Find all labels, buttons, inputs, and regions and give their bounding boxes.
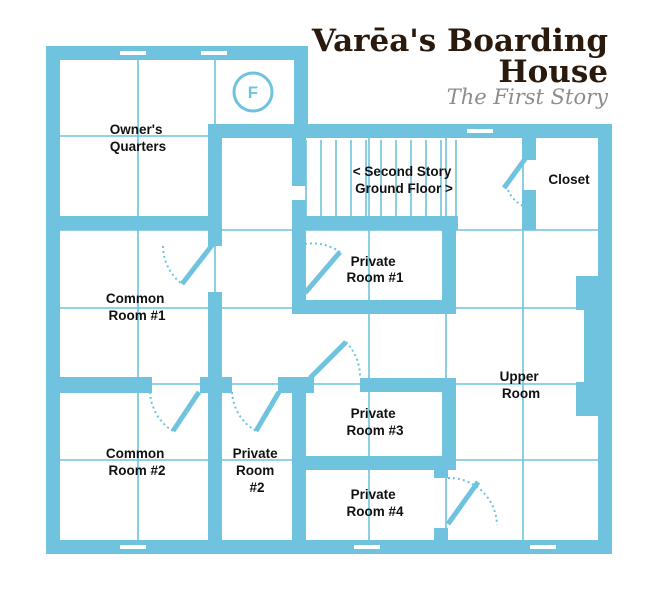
label-common-room-1: Common Room #1 (106, 291, 168, 323)
label-private-room-3: Private Room #3 (346, 406, 404, 438)
wall-top-left (46, 46, 308, 60)
window (467, 129, 493, 133)
title-line-1: Varēa's Boarding (311, 23, 608, 59)
wall-pr1-right (442, 216, 456, 314)
window (120, 51, 146, 55)
label-stairs: < Second Story Ground Floor > (353, 164, 455, 196)
map-title: Varēa's Boarding House The First Story (311, 23, 609, 109)
door-swing (447, 476, 498, 526)
wall-owner-bottom (46, 216, 222, 230)
window (354, 545, 380, 549)
window (120, 545, 146, 549)
label-private-room-1: Private Room #1 (346, 254, 404, 285)
walls (46, 46, 612, 554)
door (501, 157, 528, 190)
label-owners-quarters: Owner's Quarters (110, 122, 167, 154)
door-swing (149, 391, 174, 432)
wall-hall-left-lower (208, 292, 222, 554)
wall-hall-junction-2 (278, 377, 314, 393)
title-subtitle: The First Story (447, 85, 609, 109)
label-common-room-2: Common Room #2 (106, 446, 168, 478)
wall-owner-stub (208, 124, 298, 138)
window (201, 51, 227, 55)
wall-hall-left-upper (208, 124, 222, 246)
wall-pr3-bottom (292, 456, 456, 470)
door-swing (162, 245, 183, 285)
wall-pr1-bottom (292, 300, 456, 314)
door-swing (345, 341, 362, 379)
wall-pr3-right (442, 378, 456, 470)
door (253, 390, 282, 433)
door-swing (231, 391, 257, 432)
wall-closet-left-top (522, 124, 536, 160)
wall-step-vertical (294, 46, 308, 138)
door (308, 340, 348, 380)
door (445, 480, 481, 526)
wall-hall-junction (200, 377, 232, 393)
chimney-inner (576, 310, 584, 382)
wall-stair-bottom (292, 216, 458, 230)
room-labels: Owner's Quarters < Second Story Ground F… (106, 122, 590, 519)
door (170, 390, 202, 433)
title-line-2: House (498, 54, 608, 90)
fireplace-circle (232, 71, 274, 113)
door (303, 250, 342, 295)
wall-pr4-right (434, 456, 448, 478)
door (180, 242, 215, 286)
wall-common-divider (46, 377, 152, 393)
fireplace-symbol: F (232, 71, 274, 113)
wall-pr4-right-low (434, 528, 448, 554)
fireplace-label: F (248, 83, 258, 102)
door-swing (507, 189, 526, 208)
wall-pr3-top (360, 378, 456, 392)
windows (120, 51, 556, 549)
wall-left (46, 46, 60, 554)
wall-closet-left-bottom (522, 190, 536, 230)
door-swing (304, 242, 341, 253)
doors (149, 157, 528, 526)
label-closet: Closet (548, 172, 590, 187)
label-private-room-4: Private Room #4 (346, 487, 404, 519)
wall-bottom (46, 540, 610, 554)
label-upper-room: Upper Room (500, 369, 543, 401)
label-private-room-2: Private Room #2 (233, 446, 282, 495)
wall-top-right (294, 124, 612, 138)
window (530, 545, 556, 549)
wall-hall-right-top (292, 124, 306, 186)
